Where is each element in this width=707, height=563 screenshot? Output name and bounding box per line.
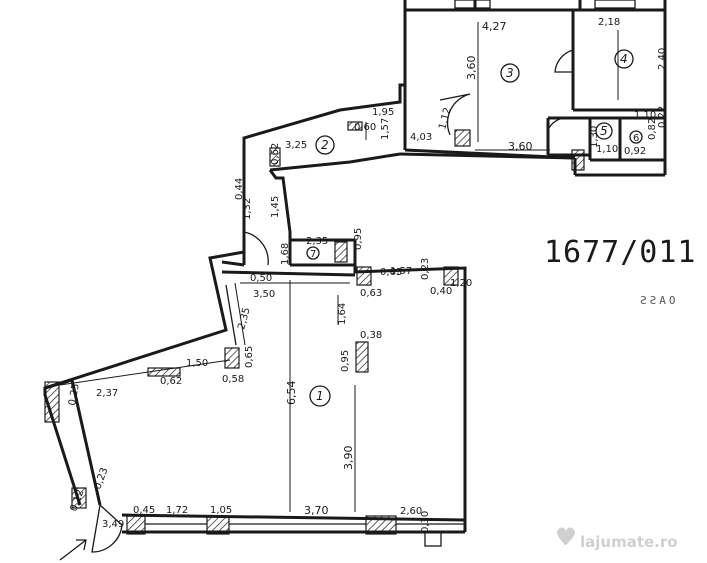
dim-r1-q: 0,58 <box>222 374 244 385</box>
room-5-number: 5 <box>600 124 608 138</box>
room-4-circle <box>614 49 634 69</box>
dim-corr-a: 1,68 <box>280 243 291 265</box>
room-1-circle <box>309 385 331 407</box>
dim-r2-f: 1,57 <box>380 118 391 140</box>
dim-r6-c: 0,92 <box>624 146 646 157</box>
dim-r6-a: 0,82 <box>647 118 658 140</box>
dim-r1-o: 0,62 <box>160 376 182 387</box>
watermark-text: lajumate.ro <box>580 533 678 551</box>
room-2-block <box>242 83 576 252</box>
dim-r4-width: 2,18 <box>598 17 620 28</box>
dim-r2-d: 1,12 <box>437 106 453 130</box>
dim-r5-h: 1,10 <box>596 144 618 155</box>
dim-r1-a: 0,50 <box>250 273 272 284</box>
dim-r1-n: 1,50 <box>186 358 208 369</box>
dim-r1-j: 1,64 <box>337 303 348 325</box>
corridor-block <box>242 230 357 267</box>
room-7-number: 7 <box>310 249 316 260</box>
room-2-number: 2 <box>321 138 329 152</box>
dim-r2-b: 0,60 <box>354 122 376 133</box>
entry-arrow-icon <box>59 539 87 561</box>
room-2-circle <box>315 135 335 155</box>
room-1-number: 1 <box>316 389 324 403</box>
room-7-circle <box>306 246 320 260</box>
dim-r2-g: 0,62 <box>270 143 281 165</box>
room-4-number: 4 <box>620 52 628 66</box>
dim-r1-m: 6,54 <box>285 381 298 406</box>
dim-r1-e: 0,40 <box>430 286 452 297</box>
handwritten-note: ƧƧAO <box>640 294 679 307</box>
dim-r1-i: 2,35 <box>236 306 252 330</box>
dimension-labels: 4,27 3,60 3,60 2,18 2,40 1,30 1,10 1,10 … <box>67 17 668 533</box>
dim-r1-d: 1,57 <box>390 266 412 277</box>
dim-r1-x: 3,70 <box>304 504 329 517</box>
dim-r1-t: 3,90 <box>342 446 355 471</box>
dim-r1-g: 0,23 <box>420 258 431 280</box>
dim-r1-z: 0,30 <box>420 511 431 533</box>
dim-r5-w: 1,30 <box>589 126 600 148</box>
dim-r2-c: 4,03 <box>410 132 432 143</box>
dim-r1-v: 1,72 <box>166 505 188 516</box>
room-3-circle <box>500 63 520 83</box>
dim-r6-b: 0,22 <box>657 106 668 128</box>
room-3-number: 3 <box>506 66 514 80</box>
dim-r1-b: 3,50 <box>253 289 275 300</box>
dim-r3-bottom: 3,60 <box>508 140 533 153</box>
dim-r3-width: 4,27 <box>482 20 507 33</box>
dim-r1-w: 1,05 <box>210 505 232 516</box>
room-6-circle <box>629 130 643 144</box>
watermark-heart-icon <box>557 527 575 545</box>
dim-r6-w: 1,10 <box>634 110 656 121</box>
dim-r1-s: 0,25 <box>67 383 82 407</box>
room-1-block <box>43 250 467 553</box>
dim-r7-h: 0,95 <box>353 228 364 250</box>
dim-r2-j: 0,44 <box>234 178 245 200</box>
dim-r4-height: 2,40 <box>657 48 668 70</box>
dim-entry-b: 3,49 <box>102 519 124 530</box>
dim-r1-c: 0,63 <box>360 288 382 299</box>
dim-r1-u: 0,45 <box>133 505 155 516</box>
room-markers: 3 4 5 6 2 7 1 <box>306 49 643 407</box>
handwritten-code: 1677/011 <box>544 235 697 270</box>
dim-r1-k: 0,38 <box>360 330 382 341</box>
watermark: lajumate.ro <box>557 527 678 551</box>
room-6-number: 6 <box>633 133 639 144</box>
dim-r1-l: 0,95 <box>340 350 351 372</box>
room-5-circle <box>595 122 613 140</box>
dim-r2-h: 1,45 <box>270 196 281 218</box>
dim-r1-r: 2,37 <box>96 388 118 399</box>
dim-r1-y: 2,60 <box>400 506 422 517</box>
dim-r3-height: 3,60 <box>465 56 478 81</box>
dim-r2-e: 3,25 <box>285 140 307 151</box>
dim-entry-a: 0,23 <box>92 466 110 491</box>
dim-r1-h: 0,63 <box>380 267 402 278</box>
dim-r7-w: 2,35 <box>306 236 328 247</box>
dim-r2-i: 1,32 <box>242 198 253 220</box>
dim-r1-p: 0,65 <box>244 346 255 368</box>
dim-r1-f: 1,20 <box>450 278 472 289</box>
dim-r2-a: 1,95 <box>372 107 394 118</box>
